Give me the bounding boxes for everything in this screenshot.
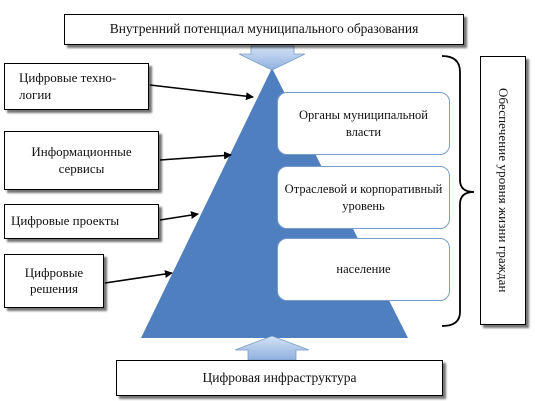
arrow-projects <box>159 211 199 221</box>
digital-infrastructure-label: Цифровая инфраструктура <box>202 369 357 385</box>
level-municipal-authorities: Органы муниципальной власти <box>277 92 450 155</box>
digital-solutions-label: Цифровые решения <box>24 264 84 296</box>
digital-projects-label: Цифровые проекты <box>11 213 120 229</box>
digital-projects-box: Цифровые проекты <box>4 204 159 239</box>
information-services-box: Информационные сервисы <box>4 131 159 190</box>
digital-solutions-box: Цифровые решения <box>4 254 104 308</box>
level-sectoral-corporate-label: Отраслевой и корпоративный уровень <box>284 182 443 213</box>
top-down-arrow <box>238 45 306 71</box>
arrow-technologies <box>149 84 254 101</box>
information-services-label: Информационные сервисы <box>31 144 132 176</box>
level-sectoral-corporate: Отраслевой и корпоративный уровень <box>277 166 450 229</box>
arrow-services <box>159 151 232 161</box>
living-standards-box: Обеспечение уровня жизни граждан <box>480 56 526 325</box>
digital-technologies-box: Цифровые техно-логии <box>4 63 149 110</box>
living-standards-label: Обеспечение уровня жизни граждан <box>496 88 512 293</box>
internal-potential-label: Внутренний потенциал муниципального обра… <box>109 21 419 37</box>
digital-infrastructure-box: Цифровая инфраструктура <box>116 360 443 396</box>
bottom-up-arrow <box>234 335 310 361</box>
digital-technologies-label: Цифровые техно-логии <box>19 70 117 102</box>
level-population-label: население <box>336 262 391 277</box>
level-population: население <box>277 238 450 301</box>
arrow-solutions <box>104 270 173 284</box>
internal-potential-box: Внутренний потенциал муниципального обра… <box>64 14 464 45</box>
right-brace <box>441 55 475 327</box>
level-municipal-authorities-label: Органы муниципальной власти <box>299 108 428 139</box>
